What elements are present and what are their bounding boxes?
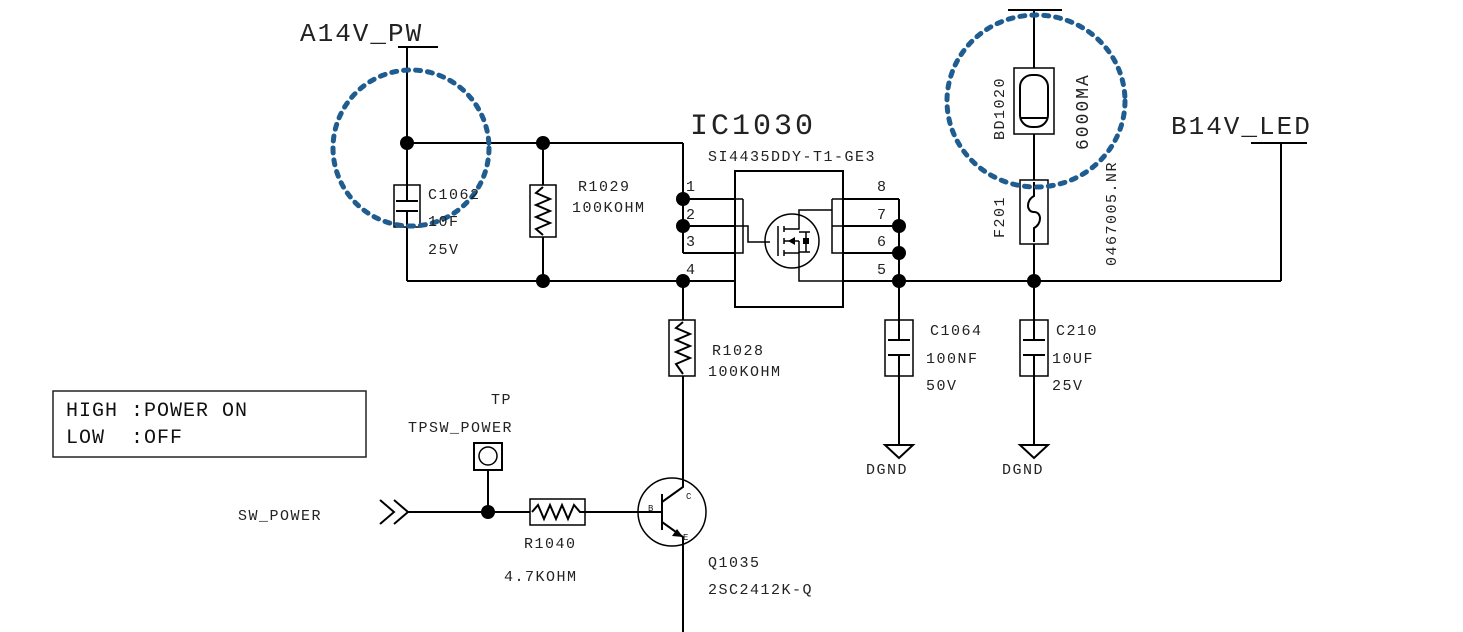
r1040-value: 4.7KOHM [504, 569, 578, 586]
q1035-part: 2SC2412K-Q [708, 582, 813, 599]
ic-ref-label: IC1030 [690, 110, 816, 144]
c1064-ref: C1064 [930, 323, 983, 340]
test-point-tpsw-power [473, 442, 503, 471]
ic-pin-7: 7 [877, 207, 886, 224]
r1029-value: 100KOHM [572, 200, 646, 217]
ic-pin-8: 8 [877, 179, 886, 196]
ground-label-2: DGND [1002, 462, 1044, 479]
q1035-emitter-pin: E [683, 533, 688, 543]
capacitor-c1064 [884, 319, 914, 377]
c210-ref: C210 [1056, 323, 1098, 340]
sw-power-connector [379, 499, 410, 525]
junction-dot [676, 192, 690, 206]
capacitor-c210 [1019, 319, 1049, 377]
logic-note-box: HIGH :POWER ON LOW :OFF [52, 390, 367, 458]
tp-ref: TPSW_POWER [408, 420, 513, 437]
highlight-circle-bd1020 [944, 12, 1128, 190]
junction-dot [481, 505, 495, 519]
ic-part-label: SI4435DDY-T1-GE3 [708, 149, 876, 166]
r1028-ref: R1028 [712, 343, 765, 360]
q1035-base-pin: B [648, 504, 654, 514]
q1035-ref: Q1035 [708, 555, 761, 572]
junction-dot [892, 219, 906, 233]
junction-dot [676, 219, 690, 233]
tp-label: TP [491, 392, 512, 409]
f201-ref: F201 [992, 196, 1009, 238]
ic1030-package [734, 170, 844, 308]
junction-dot [1027, 274, 1041, 288]
junctions [400, 136, 1041, 519]
net-label-a14v-pw: A14V_PW [300, 19, 423, 49]
junction-dot [536, 136, 550, 150]
junction-dot [400, 136, 414, 150]
c1062-ref: C1062 [428, 187, 481, 204]
net-label-b14v-led: B14V_LED [1171, 112, 1312, 142]
c210-value: 10UF [1052, 351, 1094, 368]
r1028-value: 100KOHM [708, 364, 782, 381]
labels: A14V_PW B14V_LED IC1030 SI4435DDY-T1-GE3… [238, 19, 1312, 599]
logic-note-line2: LOW :OFF [66, 427, 183, 450]
f201-rating: 6000MA [1074, 73, 1094, 150]
junction-dot [892, 246, 906, 260]
resistor-r1029 [529, 184, 557, 238]
fuse-f201 [1019, 179, 1049, 245]
highlight-circle-c1062 [330, 67, 492, 229]
c1064-rating: 50V [926, 378, 958, 395]
junction-dot [892, 274, 906, 288]
c1064-value: 100NF [926, 351, 979, 368]
mosfet-symbol [764, 213, 820, 269]
bead-bd1020 [1013, 67, 1055, 135]
resistor-r1028 [668, 319, 696, 377]
r1040-ref: R1040 [524, 536, 577, 553]
ic-pin-6: 6 [877, 234, 886, 251]
ic-pin-5: 5 [877, 262, 886, 279]
junction-dot [536, 274, 550, 288]
highlight-circles [330, 12, 1128, 229]
ic-pin-3: 3 [686, 234, 695, 251]
bd1020-ref: BD1020 [992, 77, 1009, 140]
logic-note-line1: HIGH :POWER ON [66, 400, 248, 423]
capacitor-c1062 [393, 184, 421, 228]
ground-symbol-1 [882, 444, 916, 460]
ground-symbol-2 [1017, 444, 1051, 460]
r1029-ref: R1029 [578, 179, 631, 196]
transistor-q1035 [637, 477, 707, 547]
ic-pin-1: 1 [686, 179, 695, 196]
c1062-rating: 25V [428, 242, 460, 259]
ground-label-1: DGND [866, 462, 908, 479]
resistor-r1040 [529, 498, 586, 526]
q1035-collector-pin: C [686, 492, 692, 502]
c210-rating: 25V [1052, 378, 1084, 395]
f201-part: 0467005.NR [1104, 161, 1121, 266]
c1062-value: 10F [428, 214, 460, 231]
junction-dot [676, 274, 690, 288]
ic-pin-4: 4 [686, 262, 695, 279]
sw-power-label: SW_POWER [238, 508, 322, 525]
ic-pin-2: 2 [686, 207, 695, 224]
